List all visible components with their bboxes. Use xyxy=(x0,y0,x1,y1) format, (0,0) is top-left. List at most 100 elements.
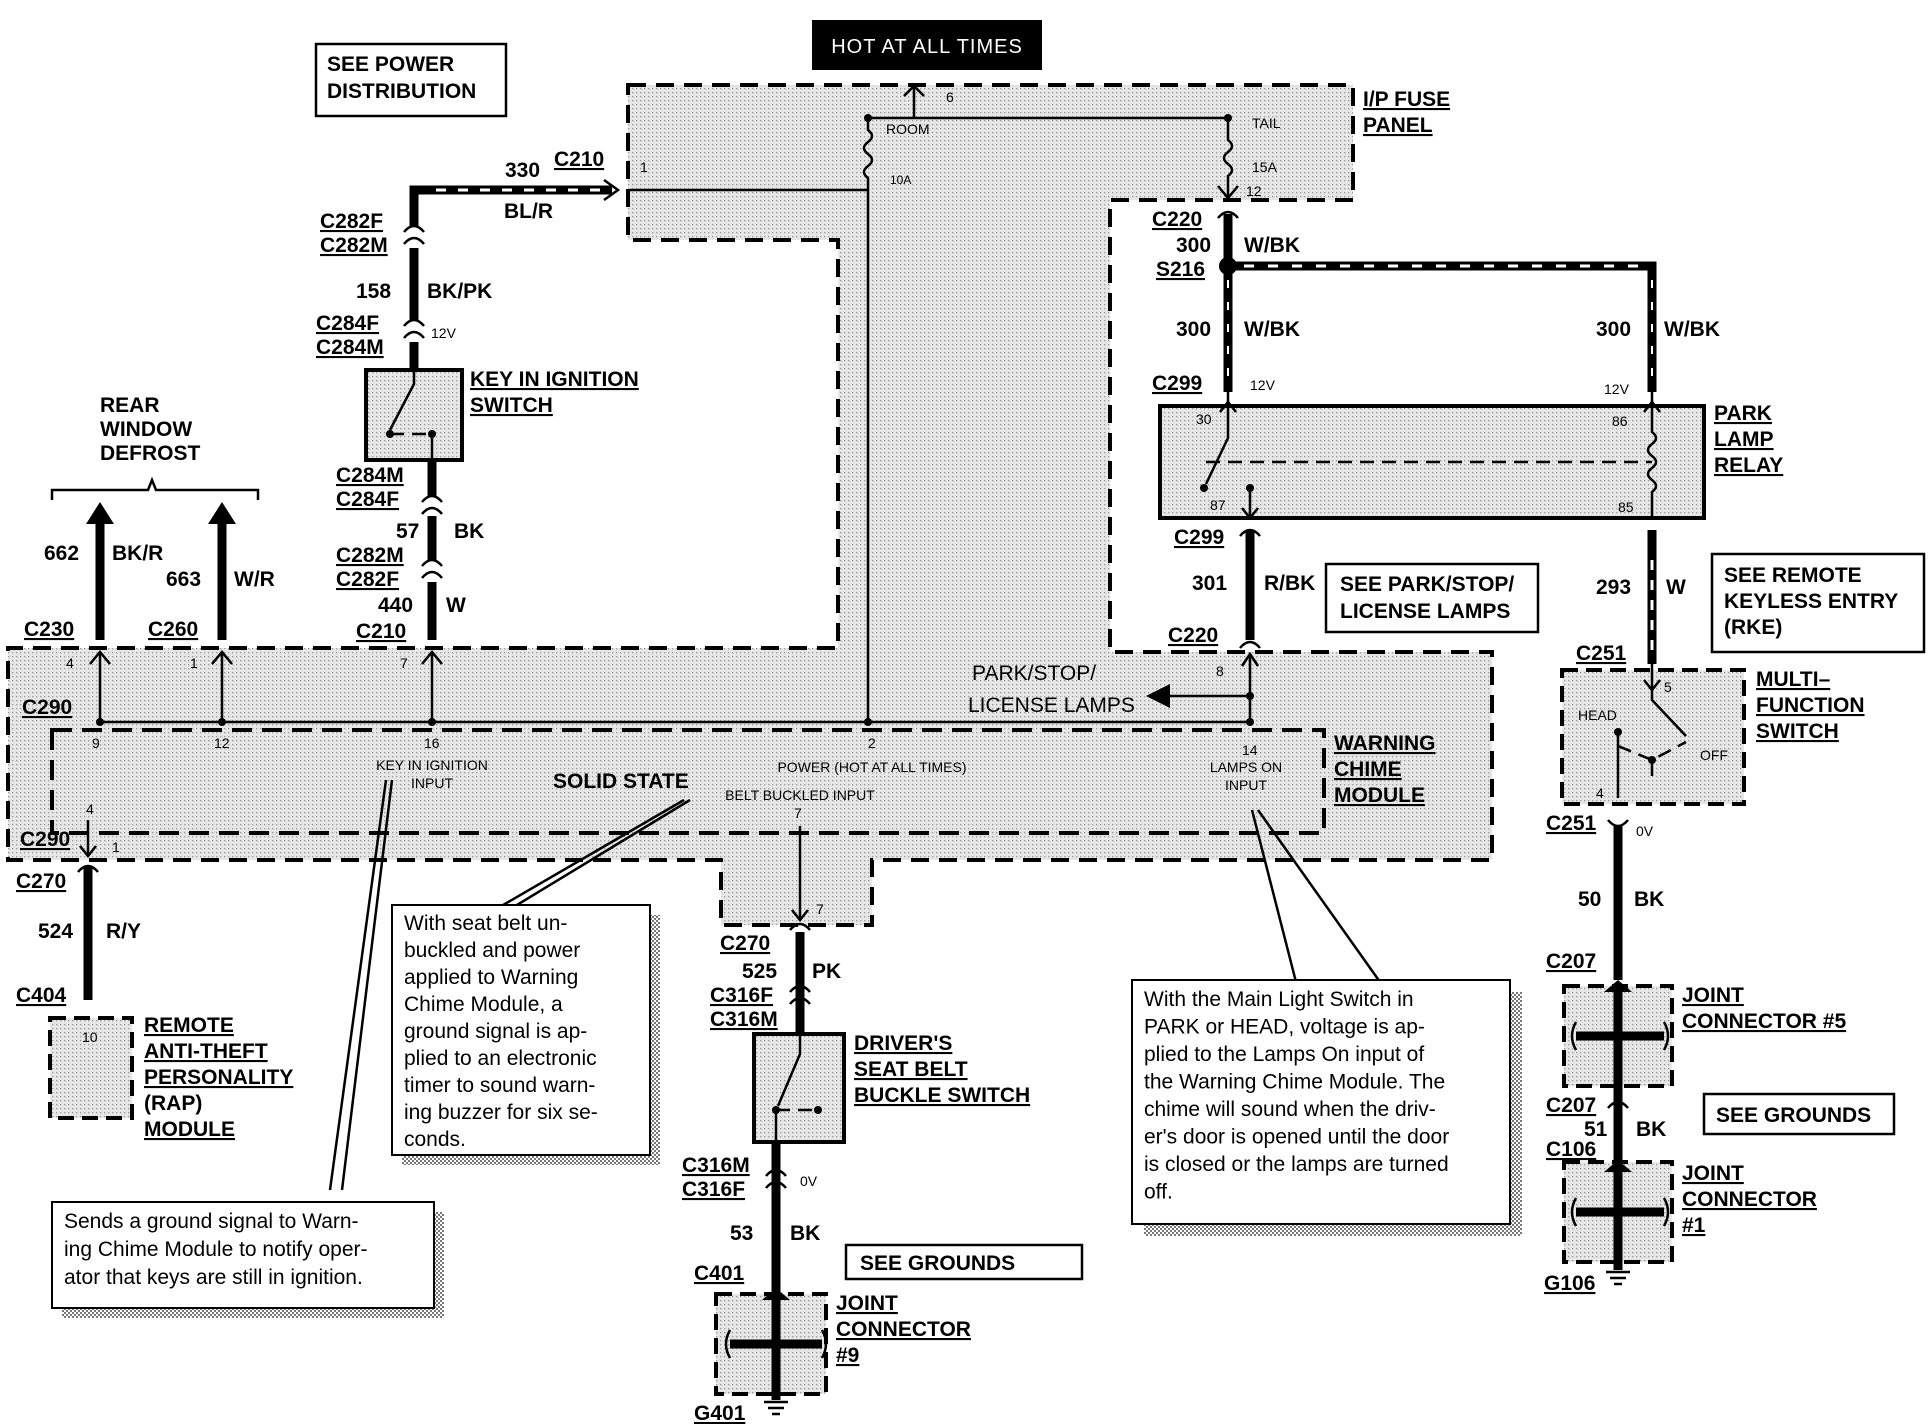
pin-9: 9 xyxy=(92,735,100,751)
conn-c220-a: C220 xyxy=(1152,208,1202,231)
conn-c299-b: C299 xyxy=(1174,526,1224,549)
ref-grounds-b: SEE GROUNDS xyxy=(1716,1104,1871,1127)
conn-c316m-a: C316M xyxy=(710,1008,778,1031)
jc9-label-3: #9 xyxy=(836,1344,859,1367)
ref-rke-1: SEE REMOTE xyxy=(1724,564,1862,587)
multi-label-3: SWITCH xyxy=(1756,720,1839,743)
conn-c270-b: C270 xyxy=(720,932,770,955)
rap-label-2: ANTI-THEFT xyxy=(144,1040,268,1063)
note-line: plied to an electronic xyxy=(404,1047,597,1070)
relay-label-1: PARK xyxy=(1714,402,1772,425)
rear-label-3: DEFROST xyxy=(100,442,201,465)
jc1-label-1: JOINT xyxy=(1682,1162,1744,1185)
chime-module-housing xyxy=(6,83,1494,927)
jc1-label-3: #1 xyxy=(1682,1214,1706,1237)
leader-key xyxy=(328,779,388,1191)
note-line: ground signal is ap- xyxy=(404,1020,587,1043)
note-line: timer to sound warn- xyxy=(404,1074,595,1097)
pin-7b: 7 xyxy=(794,805,802,821)
color-524: R/Y xyxy=(106,920,141,943)
multi-label-1: MULTI– xyxy=(1756,668,1831,691)
belt-input-label: BELT BUCKLED INPUT xyxy=(725,787,875,803)
fuse-room-amp: 10A xyxy=(890,173,911,187)
see-park-stop-box xyxy=(1324,562,1540,634)
note-key-box xyxy=(51,1201,435,1309)
conn-c290-b: C290 xyxy=(20,828,70,851)
park-stop-label-2: LICENSE LAMPS xyxy=(968,694,1135,717)
pin-7a: 7 xyxy=(400,655,408,671)
fuse-tail-amp: 15A xyxy=(1252,159,1278,175)
pin-10: 10 xyxy=(82,1029,98,1045)
key-input-label-2: INPUT xyxy=(411,775,453,791)
hot-label: HOT AT ALL TIMES xyxy=(831,36,1023,58)
note-line: PARK or HEAD, voltage is ap- xyxy=(1144,1016,1425,1039)
pin-1-fuse: 1 xyxy=(640,159,648,175)
conn-c299-a: C299 xyxy=(1152,372,1202,395)
jc5-label-1: JOINT xyxy=(1682,984,1744,1007)
note-line: plied to the Lamps On input of xyxy=(1144,1043,1424,1066)
conn-c270-a: C270 xyxy=(16,870,66,893)
pin-5: 5 xyxy=(1664,679,1672,695)
note-line: is closed or the lamps are turned xyxy=(1144,1153,1449,1176)
ip-fuse-label-2: PANEL xyxy=(1363,114,1433,137)
jc9-label-1: JOINT xyxy=(836,1292,898,1315)
note-line: applied to Warning xyxy=(404,966,578,989)
see-rke-box xyxy=(1710,552,1926,654)
note-light-box xyxy=(1131,979,1511,1225)
conn-c282f-a: C282F xyxy=(320,210,383,233)
color-440: W xyxy=(446,594,466,617)
pin-14: 14 xyxy=(1242,742,1258,758)
ref-rke-3: (RKE) xyxy=(1724,616,1782,639)
v0-multi: 0V xyxy=(1636,823,1654,839)
key-switch-label-1: KEY IN IGNITION xyxy=(470,368,639,391)
conn-c284m-a: C284M xyxy=(316,336,384,359)
conn-c220-b: C220 xyxy=(1168,624,1218,647)
circuit-300-c: 300 xyxy=(1596,318,1631,341)
circuit-300-b: 300 xyxy=(1176,318,1211,341)
note-line: chime will sound when the driv- xyxy=(1144,1098,1436,1121)
hot-at-all-times-banner xyxy=(812,20,1042,70)
note-seatbelt-box xyxy=(391,904,651,1156)
multi-label-2: FUNCTION xyxy=(1756,694,1865,717)
pin-1c: 1 xyxy=(112,839,120,855)
circuit-158: 158 xyxy=(356,280,391,303)
circuit-51: 51 xyxy=(1584,1118,1608,1141)
conn-c284m-b: C284M xyxy=(336,464,404,487)
fuse-tail-label: TAIL xyxy=(1252,115,1281,131)
pin-16: 16 xyxy=(424,735,440,751)
see-grounds-box-b xyxy=(1702,1092,1896,1136)
ref-power-1: SEE POWER xyxy=(327,53,454,76)
circuit-50: 50 xyxy=(1578,888,1601,911)
conn-c251-a: C251 xyxy=(1576,642,1627,665)
v12-relay-b: 12V xyxy=(1604,381,1630,397)
solid-state-label: SOLID STATE xyxy=(553,770,689,793)
note-line: conds. xyxy=(404,1128,466,1151)
color-50: BK xyxy=(1634,888,1664,911)
note-line: buckled and power xyxy=(404,939,580,962)
ref-rke-2: KEYLESS ENTRY xyxy=(1724,590,1898,613)
pin-4b: 4 xyxy=(86,801,94,817)
circuit-662: 662 xyxy=(44,542,79,565)
color-158: BK/PK xyxy=(427,280,492,303)
pin-12b: 12 xyxy=(214,735,230,751)
pin-85: 85 xyxy=(1618,499,1634,515)
chime-label-2: CHIME xyxy=(1334,758,1402,781)
conn-c316m-b: C316M xyxy=(682,1154,750,1177)
circuit-301: 301 xyxy=(1192,572,1227,595)
jc5-label-2: CONNECTOR #5 xyxy=(1682,1010,1846,1033)
conn-c230: C230 xyxy=(24,618,74,641)
note-line: With seat belt un- xyxy=(404,912,567,935)
chime-label-1: WARNING xyxy=(1334,732,1436,755)
conn-c207-a: C207 xyxy=(1546,950,1596,973)
ref-park-2: LICENSE LAMPS xyxy=(1340,600,1510,623)
rap-label-3: PERSONALITY xyxy=(144,1066,293,1089)
seatbelt-label-3: BUCKLE SWITCH xyxy=(854,1084,1030,1107)
seatbelt-label-1: DRIVER'S xyxy=(854,1032,952,1055)
note-key-text: Sends a ground signal to Warn-ing Chime … xyxy=(64,1210,368,1289)
conn-c210-top: C210 xyxy=(554,148,604,171)
conn-g401: G401 xyxy=(694,1402,746,1424)
conn-c282m-a: C282M xyxy=(320,234,388,257)
ground-symbol-g401 xyxy=(764,1400,788,1416)
v12-relay-a: 12V xyxy=(1250,377,1276,393)
